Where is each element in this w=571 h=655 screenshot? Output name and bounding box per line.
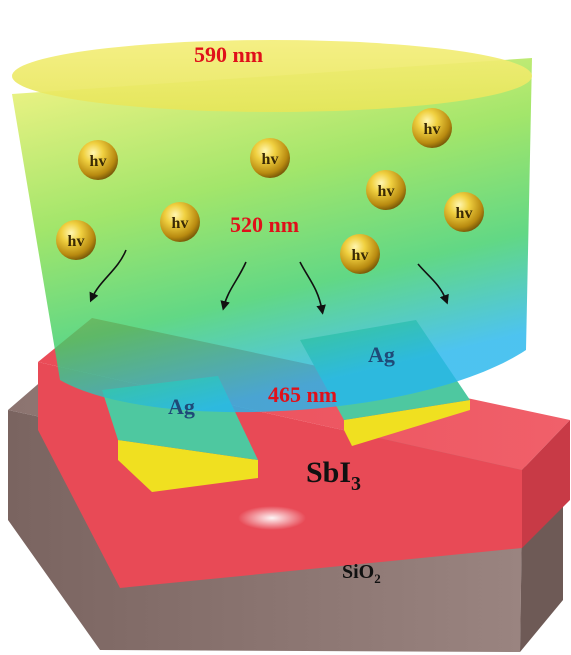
photon-label: hv xyxy=(456,205,473,222)
absorber-label-main: SbI xyxy=(306,456,351,489)
photon-label: hv xyxy=(172,215,189,232)
photon-sphere xyxy=(340,234,380,274)
absorber-label: SbI3 xyxy=(306,456,361,495)
absorber-right-face xyxy=(522,420,570,548)
light-beam xyxy=(12,40,532,413)
arrow-1 xyxy=(89,249,127,303)
photon-group: hv hv hv hv hv hv hv hv xyxy=(56,108,484,274)
photon-sphere xyxy=(366,170,406,210)
photon-label: hv xyxy=(90,153,107,170)
light-glow xyxy=(238,506,306,530)
electrode-right-label: Ag xyxy=(368,342,395,367)
wavelength-label-bottom: 465 nm xyxy=(268,382,337,407)
electrode-left-label: Ag xyxy=(168,394,195,419)
arrow-group xyxy=(89,249,449,315)
substrate-label-sub: 2 xyxy=(374,571,381,586)
photon-3: hv xyxy=(412,108,452,148)
beam-top-ellipse xyxy=(12,40,532,112)
photon-sphere xyxy=(412,108,452,148)
photon-label: hv xyxy=(262,151,279,168)
photon-8: hv xyxy=(340,234,380,274)
arrow-2 xyxy=(220,261,247,311)
wavelength-label-mid: 520 nm xyxy=(230,212,299,237)
photon-sphere xyxy=(250,138,290,178)
absorber-label-sub: 3 xyxy=(351,473,361,495)
photon-sphere xyxy=(56,220,96,260)
photon-5: hv xyxy=(444,192,484,232)
photon-7: hv xyxy=(160,202,200,242)
electrode-right-front xyxy=(344,400,470,446)
arrow-4 xyxy=(417,263,449,305)
photon-2: hv xyxy=(250,138,290,178)
substrate-label-main: SiO xyxy=(342,561,374,583)
electrode-left-front xyxy=(118,440,258,492)
substrate-label: SiO2 xyxy=(342,561,381,586)
photon-1: hv xyxy=(78,140,118,180)
photon-label: hv xyxy=(68,233,85,250)
photon-sphere xyxy=(78,140,118,180)
photon-label: hv xyxy=(424,121,441,138)
beam-body xyxy=(12,58,532,413)
arrow-3 xyxy=(299,261,326,315)
photon-label: hv xyxy=(352,247,369,264)
wavelength-label-top: 590 nm xyxy=(194,42,263,67)
photon-sphere xyxy=(444,192,484,232)
photon-4: hv xyxy=(366,170,406,210)
photon-label: hv xyxy=(378,183,395,200)
photon-sphere xyxy=(160,202,200,242)
photon-6: hv xyxy=(56,220,96,260)
